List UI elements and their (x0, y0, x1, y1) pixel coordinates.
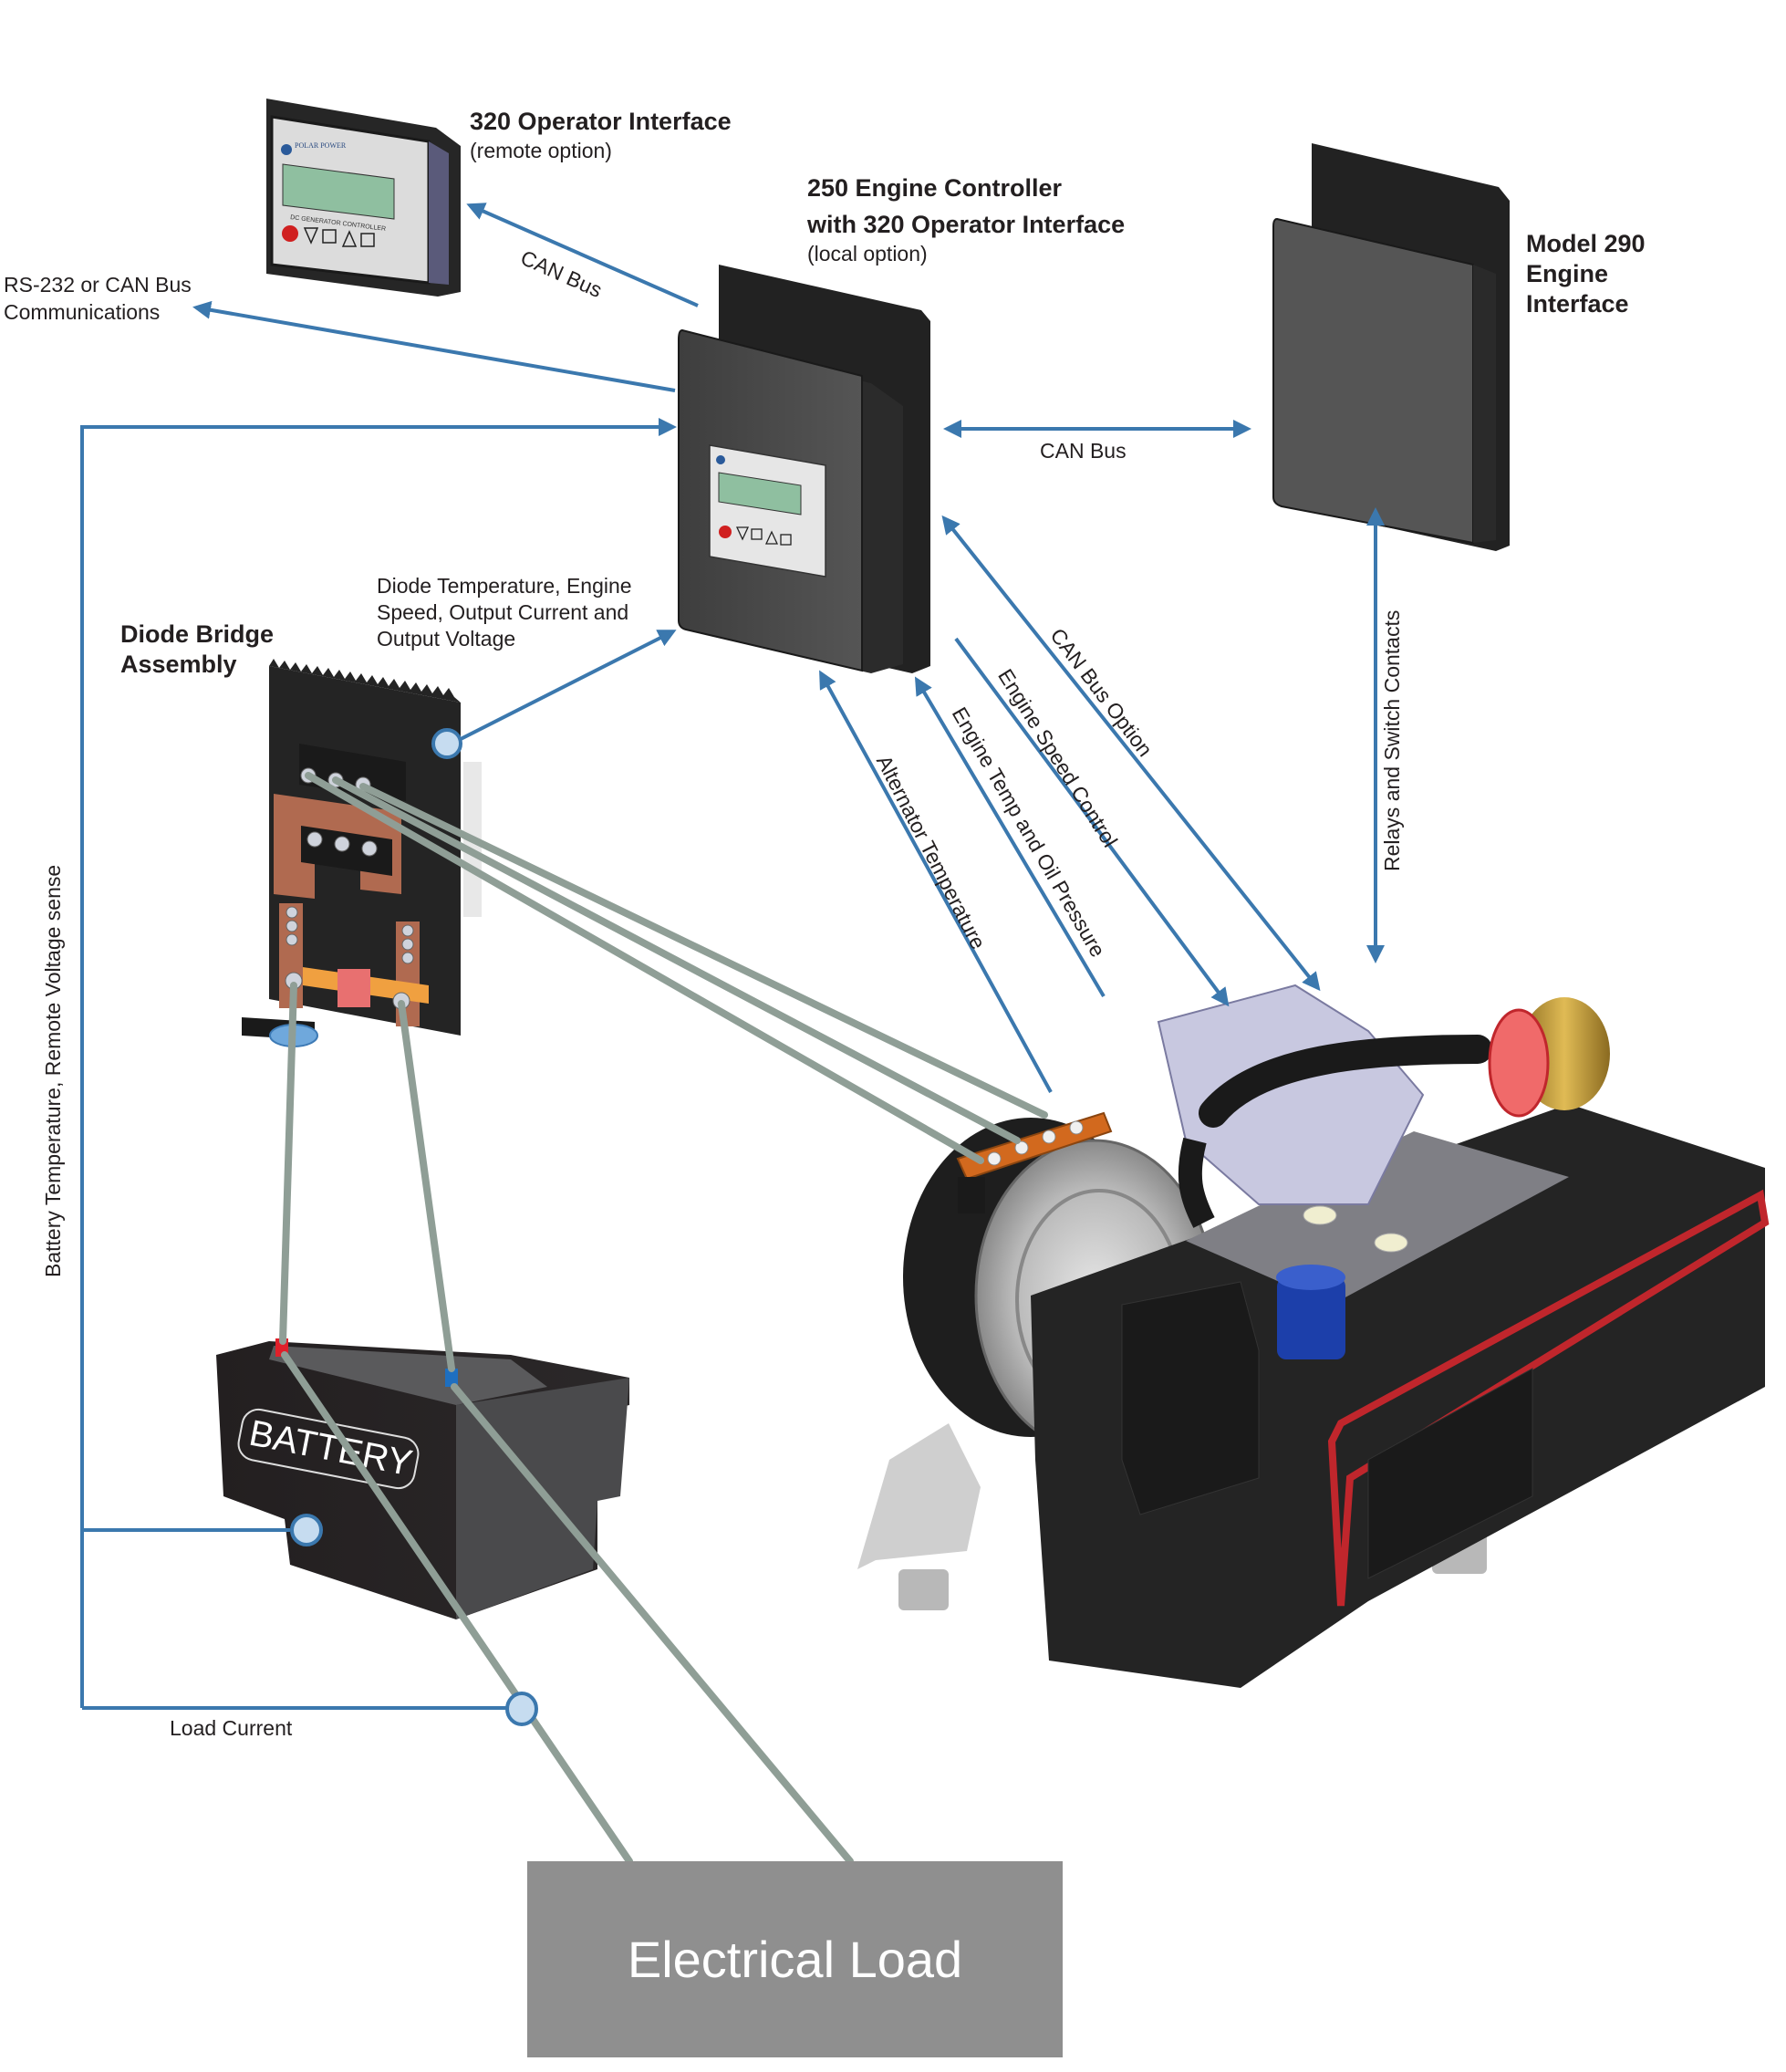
brand-logo-icon (281, 144, 292, 155)
cooling-fins (1367, 1368, 1533, 1579)
battery-top (269, 1346, 547, 1405)
down-button-icon (303, 227, 319, 245)
battery-side (456, 1378, 629, 1619)
enclosure-front (1272, 217, 1474, 545)
battery-sense-line (80, 418, 677, 1708)
electrical-load-label: Electrical Load (627, 1931, 963, 1988)
negative-terminal (445, 1369, 458, 1387)
diode-signals-arrow (460, 630, 677, 741)
air-filter-cap (1488, 1008, 1550, 1118)
enclosure-side (1473, 265, 1496, 543)
load-positive-cable (281, 1351, 633, 1865)
signal-lines (80, 203, 1385, 1710)
rs232-arrow (192, 300, 676, 392)
operator-interface-remote-subtitle: (remote option) (470, 139, 612, 162)
brand-text: POLAR POWER (295, 141, 347, 150)
faceplate (709, 444, 826, 578)
light-button-icon (360, 233, 375, 247)
up-button-icon (764, 530, 779, 545)
enter-button-icon (751, 528, 763, 540)
enter-button-icon (322, 229, 337, 244)
dc-positive-cable (279, 982, 297, 1345)
dc-negative-cable (398, 1000, 455, 1372)
brand-logo-icon (716, 455, 725, 464)
engine-generator (857, 984, 1770, 1688)
terminal-bolts (285, 767, 414, 1010)
rs232-label-1: RS-232 or CAN Bus (4, 273, 192, 297)
can-bus-option-arrow (941, 515, 1321, 992)
engine-interface (1272, 143, 1510, 551)
electrical-load: Electrical Load (527, 1861, 1063, 2057)
battery-sense-label: Battery Temperature, Remote Voltage sens… (41, 864, 65, 1277)
oil-filter-top (1276, 1265, 1345, 1290)
oil-filter (1277, 1277, 1345, 1359)
light-button-icon (780, 534, 792, 546)
phase-cable-1 (305, 772, 984, 1164)
timing-cover (1121, 1281, 1260, 1515)
phase-cable-3 (359, 783, 1048, 1119)
diode-bridge (242, 659, 482, 1047)
battery-temp-sensor (290, 1514, 323, 1546)
battery: BATTERY (216, 1338, 629, 1619)
load-negative-cable (451, 1383, 854, 1865)
can-bus-290-label: CAN Bus (1040, 439, 1127, 463)
engine-controller (678, 265, 930, 673)
engine-interface-title-1: Model 290 (1526, 230, 1646, 257)
up-button-icon (341, 230, 358, 247)
engine-interface-title-3: Interface (1526, 290, 1629, 318)
diode-signals-label-3: Output Voltage (377, 627, 516, 651)
alternator-temp-arrow (819, 670, 1053, 1093)
diode-signals-label-2: Speed, Output Current and (377, 600, 629, 624)
engine-controller-title-2: with 320 Operator Interface (807, 211, 1126, 238)
diode-temp-sensor (431, 728, 462, 759)
sensor-points (290, 728, 538, 1726)
relays-label: Relays and Switch Contacts (1380, 609, 1404, 871)
engine-red-trim (1327, 1189, 1770, 1607)
phase-cable-2 (332, 776, 1021, 1144)
lcd-display (718, 472, 802, 515)
can-bus-remote-arrow (466, 203, 699, 307)
injector-port (1303, 1205, 1337, 1225)
engine-temp-oil-arrow (914, 676, 1106, 998)
stop-button-icon (282, 225, 298, 242)
terminal-studs (987, 1120, 1084, 1166)
diode-module-mid (301, 826, 392, 876)
operator-interface-remote: POLAR POWER DC GENERATOR CONTROLLER (266, 99, 461, 297)
cylinder-head (1186, 1131, 1569, 1305)
capacitor (337, 969, 370, 1007)
engine-speed-control-arrow (954, 637, 1230, 1007)
front-mount (857, 1423, 981, 1569)
diode-bridge-title-2: Assembly (120, 651, 237, 678)
operator-interface-remote-title: 320 Operator Interface (470, 108, 732, 135)
rs232-label-2: Communications (4, 300, 161, 324)
terminal-block-support (958, 1177, 985, 1213)
lower-hose (1178, 1137, 1215, 1228)
lcd-display (282, 163, 395, 220)
heatsink-fins (269, 659, 461, 703)
side-panel (429, 141, 449, 285)
diode-signals-label-1: Diode Temperature, Engine (377, 574, 632, 598)
power-cables (279, 772, 1048, 1865)
engine-controller-subtitle: (local option) (807, 242, 928, 266)
diode-bridge-title-1: Diode Bridge (120, 620, 275, 648)
injector-port (1374, 1233, 1408, 1253)
stop-button-icon (719, 526, 732, 538)
load-current-sensor (505, 1692, 538, 1726)
load-current-label: Load Current (170, 1716, 293, 1740)
intake-hose (1199, 1035, 1492, 1128)
engine-interface-title-2: Engine (1526, 260, 1609, 287)
down-button-icon (735, 526, 750, 541)
engine-controller-title-1: 250 Engine Controller (807, 174, 1063, 202)
mount-foot (898, 1569, 949, 1610)
